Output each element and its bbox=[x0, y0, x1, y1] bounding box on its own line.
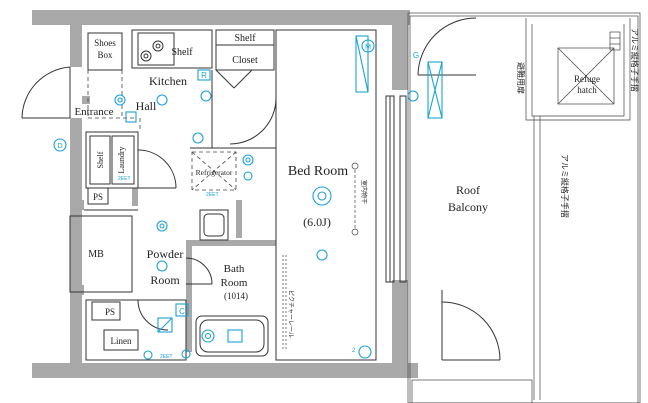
d-symbol: D bbox=[57, 143, 62, 150]
ps-lower-label: PS bbox=[105, 307, 115, 317]
powder-room-label-1: Powder bbox=[147, 247, 184, 261]
g-symbol: G bbox=[413, 51, 419, 60]
stove bbox=[140, 40, 164, 62]
ps-upper-label: PS bbox=[93, 192, 103, 202]
rail-side-note: アルミ縦格子手摺 bbox=[560, 154, 570, 218]
bed-room-label: Bed Room bbox=[288, 164, 348, 179]
linen-label: Linen bbox=[111, 336, 132, 346]
closet-label: Closet bbox=[232, 55, 258, 66]
eet-label-1: 2EET bbox=[118, 176, 131, 182]
japanese-notes: 避難用扉 アルミ縦格子手摺 アルミ縦格子手摺 室内物干 ピクチャーレール bbox=[287, 28, 640, 338]
rail-upper-note: アルミ縦格子手摺 bbox=[630, 28, 640, 92]
roof-balcony-label-2: Balcony bbox=[448, 200, 488, 214]
refuge-hatch-label-1: Refuge bbox=[574, 74, 600, 84]
entrance-label: Entrance bbox=[74, 106, 113, 118]
eet-label-3: 2EET bbox=[160, 354, 173, 360]
interior-lines bbox=[69, 17, 501, 361]
bed-room-size-label: (6.0J) bbox=[303, 215, 331, 229]
room-labels: Shoes Box Shelf Shelf Closet Kitchen Hal… bbox=[74, 33, 600, 346]
picture-rail-note: ピクチャーレール bbox=[287, 290, 294, 338]
refuge-hatch-label-2: hatch bbox=[577, 85, 597, 95]
laundry-label: Laundry bbox=[117, 146, 126, 173]
shelf-label-upper: Shelf bbox=[234, 33, 256, 44]
balcony-outline bbox=[407, 12, 641, 403]
indoor-clothes-note: 室内物干 bbox=[360, 180, 368, 204]
entrance-door-swing bbox=[21, 66, 71, 119]
hall-label: Hall bbox=[136, 99, 157, 113]
roof-balcony-label-1: Roof bbox=[456, 183, 480, 197]
bath-size-label: (1014) bbox=[224, 291, 248, 301]
shoes-box-label-2: Box bbox=[97, 50, 113, 60]
evac-door-note: 避難用扉 bbox=[516, 62, 526, 94]
mb-label: MB bbox=[88, 249, 104, 260]
powder-room-label-2: Room bbox=[150, 273, 180, 287]
shoes-box-label-1: Shoes bbox=[94, 38, 116, 48]
m-symbol: M bbox=[365, 44, 371, 51]
eet-label-2: 2EET bbox=[206, 192, 219, 198]
equipment-symbols: M G R C D 2EET 2EET 2EET 2 bbox=[53, 35, 443, 360]
doors bbox=[21, 66, 277, 331]
refrigerator-label: Refrigerator bbox=[196, 168, 233, 177]
r-symbol: R bbox=[201, 71, 207, 80]
bath-room-label-1: Bath bbox=[224, 263, 245, 275]
kitchen-label: Kitchen bbox=[149, 74, 187, 88]
shelf-label-upper-left: Shelf bbox=[171, 47, 193, 58]
laundry-shelf-label: Shelf bbox=[96, 151, 105, 168]
walls bbox=[32, 10, 418, 378]
two-label: 2 bbox=[352, 348, 356, 354]
c-symbol: C bbox=[179, 307, 185, 316]
bath-room-label-2: Room bbox=[221, 277, 248, 289]
